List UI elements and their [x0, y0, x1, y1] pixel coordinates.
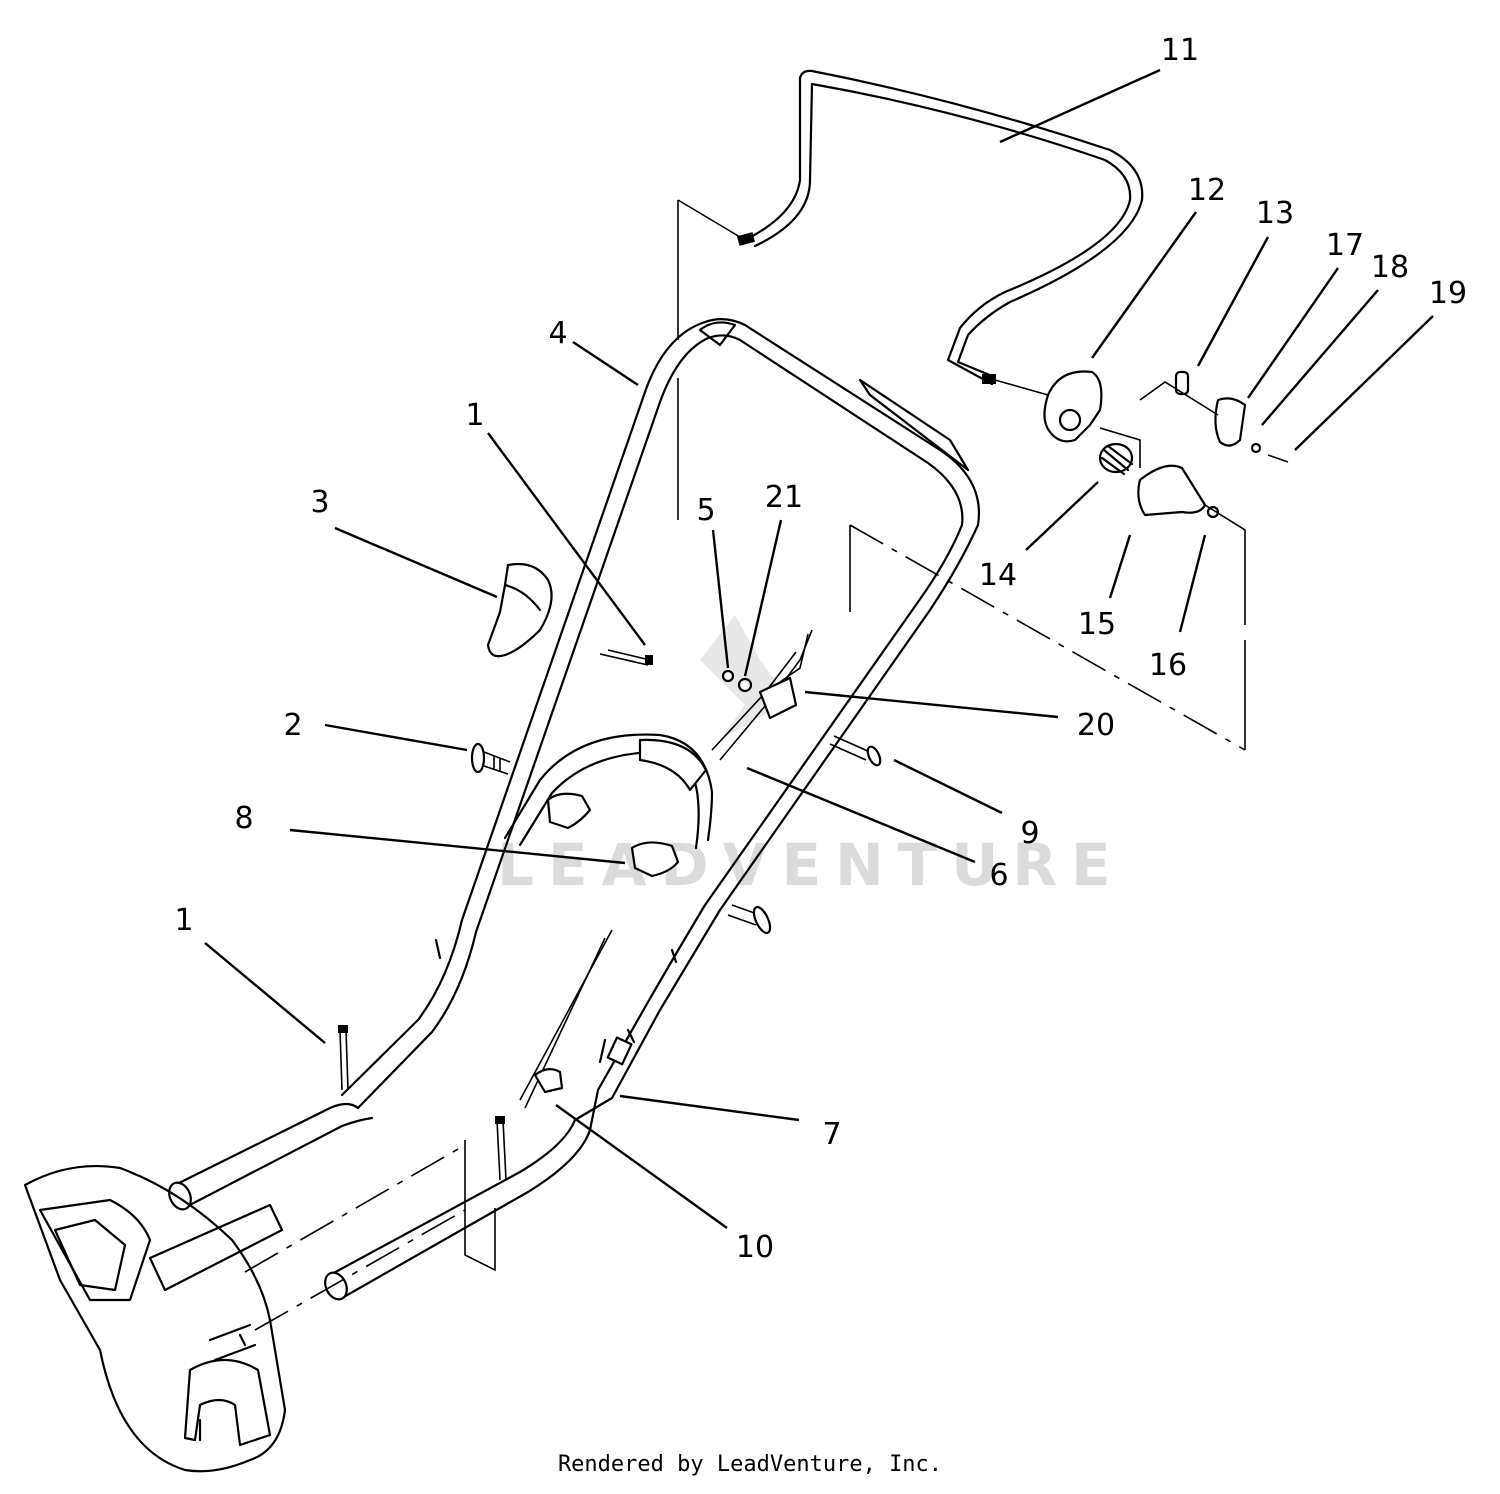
part-8-knobs[interactable]: [546, 792, 680, 878]
callout-12[interactable]: 12: [1188, 173, 1226, 208]
callout-4[interactable]: 4: [548, 316, 567, 351]
callout-17[interactable]: 17: [1326, 228, 1364, 263]
part-4-upper-handle[interactable]: [340, 318, 980, 1110]
leader-lines: [204, 68, 1434, 1229]
callout-9[interactable]: 9: [1020, 816, 1039, 851]
callout-7[interactable]: 7: [822, 1117, 841, 1152]
callout-1-upper[interactable]: 1: [465, 398, 484, 433]
part-9-bolt[interactable]: [829, 735, 883, 767]
watermark: LEADVENTURE: [497, 615, 1125, 899]
callout-8[interactable]: 8: [234, 801, 253, 836]
part-2-bolt[interactable]: [470, 742, 511, 775]
callout-10[interactable]: 10: [736, 1230, 774, 1265]
callout-3[interactable]: 3: [310, 485, 329, 520]
callout-15[interactable]: 15: [1078, 607, 1116, 642]
callout-1-lower[interactable]: 1: [174, 903, 193, 938]
engine-housing[interactable]: [23, 1164, 287, 1473]
lower-carriage-bolt[interactable]: [727, 904, 773, 935]
control-housing[interactable]: [994, 370, 1289, 519]
part-7-lower-handle[interactable]: [165, 938, 678, 1303]
callout-11[interactable]: 11: [1161, 33, 1199, 68]
callout-6[interactable]: 6: [989, 858, 1008, 893]
callout-20[interactable]: 20: [1077, 708, 1115, 743]
callout-labels: 11 12 13 17 18 19 4 1 3 5 21 14 15 16 2 …: [174, 33, 1467, 1265]
part-1-lower-bolts[interactable]: [338, 1025, 507, 1181]
callout-16[interactable]: 16: [1149, 648, 1187, 683]
cross-brace[interactable]: [503, 733, 714, 850]
footer-credit: Rendered by LeadVenture, Inc.: [557, 1452, 943, 1477]
part-11-bail[interactable]: [736, 69, 1144, 386]
part-20-cable-bracket[interactable]: [721, 633, 809, 720]
callout-2[interactable]: 2: [283, 708, 302, 743]
callout-21[interactable]: 21: [765, 480, 803, 515]
part-10-cable-clip[interactable]: [533, 1068, 564, 1094]
watermark-text: LEADVENTURE: [497, 831, 1125, 899]
part-1-upper-bolt[interactable]: [599, 649, 653, 666]
callout-5[interactable]: 5: [696, 493, 715, 528]
construction-lines: [244, 199, 1246, 1331]
callout-13[interactable]: 13: [1256, 196, 1294, 231]
callout-19[interactable]: 19: [1429, 276, 1467, 311]
callout-18[interactable]: 18: [1371, 250, 1409, 285]
part-3-knob[interactable]: [486, 562, 553, 658]
callout-14[interactable]: 14: [979, 558, 1017, 593]
